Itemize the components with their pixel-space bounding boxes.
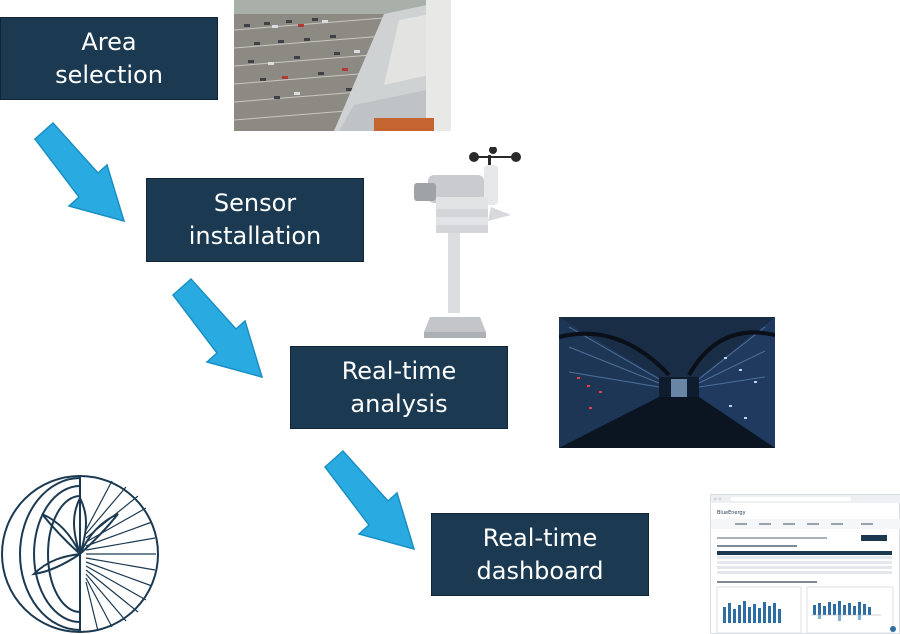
flow-arrow-3 xyxy=(323,449,416,551)
step-real-time-analysis: Real-time analysis xyxy=(290,346,508,429)
dashboard-brand-label: BlueEnergy xyxy=(717,510,746,516)
dashboard-thumbnail-frame: BlueEnergy xyxy=(710,494,900,634)
step-label-line1: Real-time xyxy=(482,523,598,552)
leaf-sun-logo-icon xyxy=(1,475,159,633)
step-label-line2: analysis xyxy=(350,389,448,418)
step-label-line2: installation xyxy=(188,222,322,250)
flow-arrow-2 xyxy=(171,277,264,379)
step-label-line2: dashboard xyxy=(476,556,604,585)
flow-arrow-1 xyxy=(33,121,126,223)
dashboard-screenshot-thumbnail: BlueEnergy xyxy=(710,494,900,634)
step-sensor-installation: Sensor installation xyxy=(146,178,364,262)
step-real-time-dashboard: Real-time dashboard xyxy=(431,513,649,596)
server-room-photo xyxy=(559,317,775,448)
step-label-line1: Sensor xyxy=(213,189,297,217)
weather-station-photo xyxy=(408,147,621,343)
parking-lot-aerial-photo xyxy=(234,0,451,131)
step-label-line1: Area xyxy=(81,27,137,56)
step-label-line1: Real-time xyxy=(341,356,457,385)
step-label-line2: selection xyxy=(55,60,163,89)
step-area-selection: Area selection xyxy=(0,17,218,100)
